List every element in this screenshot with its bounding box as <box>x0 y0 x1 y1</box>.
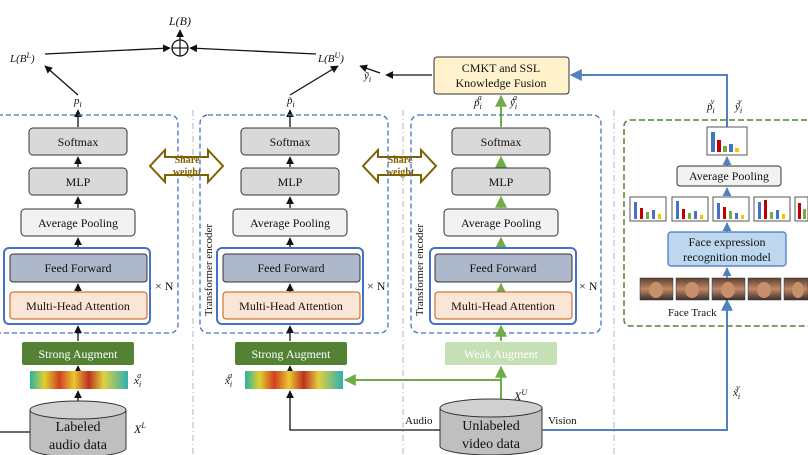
column-labeled-audio: pi Softmax MLP Average Pooling Feed Forw… <box>0 95 179 402</box>
weight-label: weight <box>386 167 415 178</box>
fer-model-box <box>667 231 787 267</box>
mlp-label: MLP <box>66 175 91 189</box>
weight-label: weight <box>173 167 202 178</box>
encoder-dashed-box <box>0 114 179 334</box>
vision-branch: p̃iv ỹiv Average Pooling Face expressio <box>623 97 808 401</box>
pred-y-vision: ỹiv <box>734 97 742 115</box>
weak-augment-box <box>445 342 557 365</box>
labeled-audio-cylinder: Labeled audio data XL <box>29 400 146 455</box>
feed-forward-box <box>434 253 573 283</box>
fer-line2: recognition model <box>683 250 771 264</box>
spectrogram <box>30 371 128 389</box>
vision-dashed-box <box>623 119 808 327</box>
loss-unlabeled: L(BU) <box>317 51 344 65</box>
softmax-label: Softmax <box>481 135 522 149</box>
fer-line1: Face expression <box>689 235 766 249</box>
face-track-frames <box>639 277 808 301</box>
avg-pooling-label: Average Pooling <box>250 216 330 230</box>
spectrogram <box>245 371 343 389</box>
share-label: Share <box>175 155 200 166</box>
avg-pooling-box <box>443 208 559 237</box>
softmax-box <box>28 127 128 156</box>
avg-pooling-box <box>232 208 348 237</box>
pred-p-audio: p̃ia <box>473 93 482 111</box>
pred-p-tilde: p̃i <box>286 95 295 109</box>
fusion-line1: CMKT and SSL <box>462 61 540 75</box>
fusion-box <box>433 56 570 95</box>
mlp-box <box>240 167 340 196</box>
unlabeled-video-cylinder: Unlabeled video data XU <box>439 388 543 455</box>
frame-histograms <box>629 196 808 222</box>
pred-p: pi <box>73 95 82 109</box>
encoder-label: Transformer encoder <box>414 224 426 316</box>
strong-augment-label: Strong Augment <box>38 347 118 361</box>
softmax-label: Softmax <box>58 135 99 149</box>
mlp-label: MLP <box>489 175 514 189</box>
avg-pooling-label: Average Pooling <box>461 216 541 230</box>
feat-x-tilde: x̃ia <box>224 371 232 389</box>
vision-avg-pooling-box <box>676 165 782 187</box>
mlp-box <box>451 167 551 196</box>
column-unlabeled-strong: p̃i Transformer encoder Softmax MLP Aver… <box>199 95 389 389</box>
unlabeled-line1: Unlabeled <box>462 419 520 434</box>
share-label: Share <box>388 155 413 166</box>
y-tilde-label: ỹi <box>363 70 371 84</box>
feed-forward-label: Feed Forward <box>470 261 537 275</box>
pred-p-vision: p̃iv <box>706 97 715 115</box>
audio-label: Audio <box>405 415 433 427</box>
mha-label: Multi-Head Attention <box>451 299 555 313</box>
mha-label: Multi-Head Attention <box>26 299 130 313</box>
feat-x: xia <box>133 371 141 389</box>
unlabeled-line2: video data <box>462 437 521 452</box>
encoder-label: Transformer encoder <box>203 224 215 316</box>
vision-label: Vision <box>548 415 577 427</box>
loss-labeled: L(BL) <box>9 51 35 65</box>
times-n: × N <box>155 279 174 293</box>
softmax-box <box>240 127 340 156</box>
encoder-dashed-box <box>199 114 389 334</box>
strong-augment-box <box>22 342 134 365</box>
vision-avg-pooling-label: Average Pooling <box>689 169 769 183</box>
weak-augment-label: Weak Augment <box>464 347 539 361</box>
avg-pooling-box <box>20 208 136 237</box>
labeled-line2: audio data <box>49 438 108 453</box>
mha-label: Multi-Head Attention <box>239 299 343 313</box>
times-n: × N <box>367 279 386 293</box>
mlp-box <box>28 167 128 196</box>
mlp-label: MLP <box>278 175 303 189</box>
pred-y-audio: ỹia <box>509 93 517 111</box>
unlabeled-symbol: XU <box>513 388 528 403</box>
labeled-symbol: XL <box>133 421 146 436</box>
face-track-label: Face Track <box>668 307 717 319</box>
mha-box <box>222 291 361 320</box>
mha-box <box>9 291 148 320</box>
share-weight-arrow-2: Share weight <box>361 147 438 185</box>
feed-forward-label: Feed Forward <box>45 261 112 275</box>
feed-forward-box <box>222 253 361 283</box>
feat-x-vision: x̃iv <box>732 383 740 401</box>
feed-forward-label: Feed Forward <box>258 261 325 275</box>
strong-augment-box <box>235 342 347 365</box>
strong-augment-label: Strong Augment <box>251 347 331 361</box>
feed-forward-box <box>9 253 148 283</box>
share-weight-arrow-1: Share weight <box>148 147 225 185</box>
softmax-label: Softmax <box>270 135 311 149</box>
softmax-box <box>451 127 551 156</box>
times-n: × N <box>579 279 598 293</box>
mha-box <box>434 291 573 320</box>
avg-pooling-label: Average Pooling <box>38 216 118 230</box>
column-unlabeled-weak: p̃ia ỹia Transformer encoder Softmax MLP… <box>410 93 602 365</box>
loss-total: L(B) <box>168 14 191 28</box>
fusion-line2: Knowledge Fusion <box>456 76 547 90</box>
labeled-line1: Labeled <box>55 420 100 435</box>
encoder-dashed-box <box>410 114 602 334</box>
